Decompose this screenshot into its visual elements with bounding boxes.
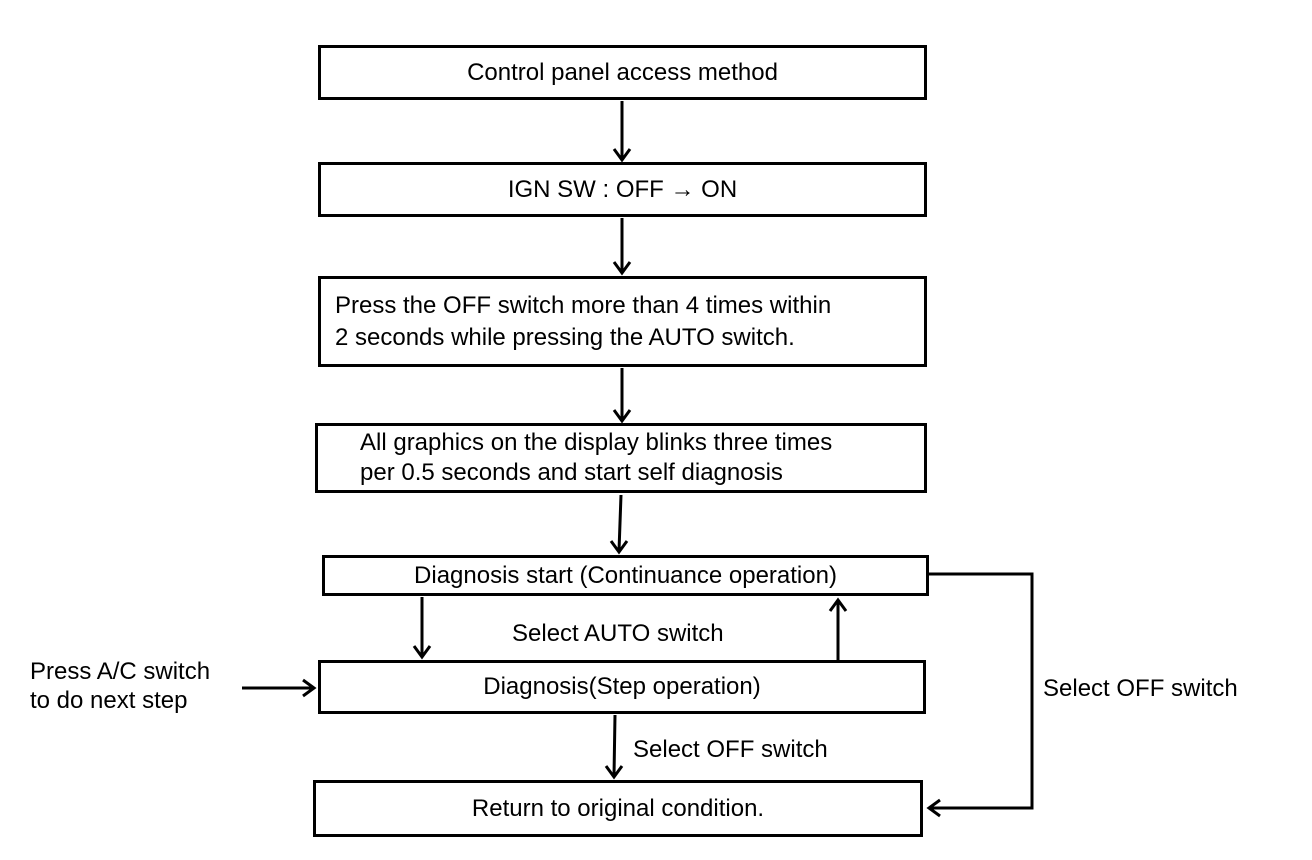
- node-ign-sw-off-on: IGN SW : OFF → ON: [318, 162, 927, 217]
- node-label: Return to original condition.: [471, 794, 765, 822]
- node-label: Press the OFF switch more than 4 times w…: [335, 290, 831, 354]
- label-press-ac-switch: Press A/C switch to do next step: [30, 657, 210, 715]
- label-select-off-switch-mid: Select OFF switch: [633, 736, 828, 763]
- label-press-ac-switch-line-1: Press A/C switch: [30, 658, 211, 685]
- label-press-ac-switch-line-2: to do next step: [30, 687, 188, 714]
- node-label-line-2: per 0.5 seconds and start self diagnosis: [360, 459, 783, 486]
- node-label: Diagnosis start (Continuance operation): [414, 561, 837, 589]
- node-label: Diagnosis(Step operation): [483, 673, 761, 700]
- arrow-press-ac-into-step: [242, 678, 317, 698]
- arrow-start-to-step: [412, 597, 432, 660]
- node-return-original: Return to original condition.: [313, 780, 923, 837]
- node-label: All graphics on the display blinks three…: [360, 428, 832, 488]
- node-diagnosis-start: Diagnosis start (Continuance operation): [322, 555, 929, 596]
- label-select-auto-switch: Select AUTO switch: [512, 620, 724, 647]
- node-graphics-blink: All graphics on the display blinks three…: [315, 423, 927, 493]
- arrow-press-to-blink: [612, 368, 632, 424]
- node-label-line-2: 2 seconds while pressing the AUTO switch…: [335, 323, 795, 351]
- arrow-start-to-return-loop: [926, 572, 1034, 818]
- node-label: Control panel access method: [467, 58, 778, 86]
- node-diagnosis-step: Diagnosis(Step operation): [318, 660, 926, 714]
- arrow-blink-to-diagnosis-start: [609, 494, 629, 555]
- arrow-step-to-return: [604, 714, 624, 780]
- node-control-panel-access-method: Control panel access method: [318, 45, 927, 100]
- node-label-line-1: Press the OFF switch more than 4 times w…: [335, 291, 832, 319]
- arrow-ign-to-press: [612, 218, 632, 276]
- label-select-off-switch-right: Select OFF switch: [1043, 675, 1238, 702]
- arrow-access-to-ign: [612, 101, 632, 163]
- node-label: IGN SW : OFF → ON: [507, 175, 738, 203]
- node-label-line-1: All graphics on the display blinks three…: [360, 429, 833, 456]
- arrow-step-to-start: [828, 597, 848, 660]
- node-press-off-switch: Press the OFF switch more than 4 times w…: [318, 276, 927, 367]
